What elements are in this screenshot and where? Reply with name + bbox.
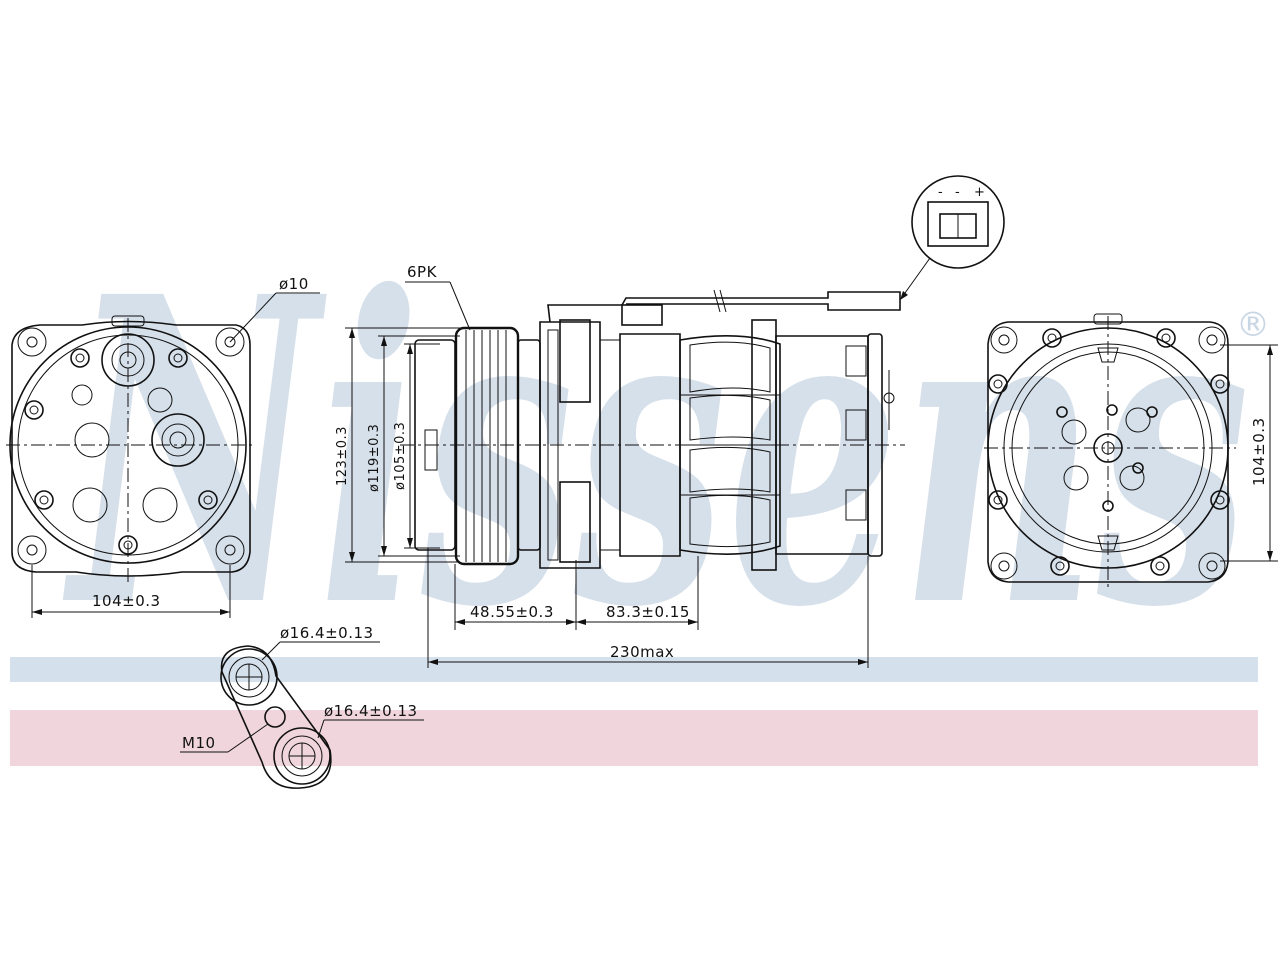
blue-stripe <box>10 657 1258 682</box>
height-dimensions: 123±0.3 ø119±0.3 ø105±0.3 <box>335 327 460 563</box>
port-detail: ø16.4±0.13 ø16.4±0.13 M10 <box>180 624 424 789</box>
clutch-diameter-label: ø105±0.3 <box>393 422 408 490</box>
connector-detail: - - + <box>899 175 1005 301</box>
connector-pin-1: - <box>938 185 943 200</box>
port-b-label: ø16.4±0.13 <box>324 702 418 720</box>
red-stripe <box>10 710 1258 766</box>
rear-height-label: 104±0.3 <box>1250 417 1268 486</box>
watermark-logo: Nissens <box>62 207 1250 700</box>
belt-type-label: 6PK <box>407 263 438 281</box>
thread-label: M10 <box>182 734 216 752</box>
length-dimensions: 48.55±0.3 83.3±0.15 230max <box>427 548 869 668</box>
connector-pin-2: - <box>955 185 960 200</box>
front-width-label: 104±0.3 <box>92 592 161 610</box>
mount-hole-callout: ø10 <box>229 275 320 343</box>
body-height-label: 123±0.3 <box>335 426 350 486</box>
pulley-diameter-label: ø119±0.3 <box>367 424 382 492</box>
distance-a-label: 48.55±0.3 <box>470 603 554 621</box>
connector-pin-3: + <box>974 185 985 200</box>
registered-mark: ® <box>1236 305 1270 345</box>
total-length-label: 230max <box>610 643 674 661</box>
distance-b-label: 83.3±0.15 <box>606 603 690 621</box>
front-view <box>6 315 256 585</box>
port-a-label: ø16.4±0.13 <box>280 624 374 642</box>
side-view <box>400 289 905 571</box>
mount-hole-label: ø10 <box>279 275 309 293</box>
belt-callout: 6PK <box>405 263 471 331</box>
rear-view <box>984 313 1236 590</box>
front-width-dimension: 104±0.3 <box>31 565 231 618</box>
rear-height-dimension: 104±0.3 <box>1220 344 1278 562</box>
